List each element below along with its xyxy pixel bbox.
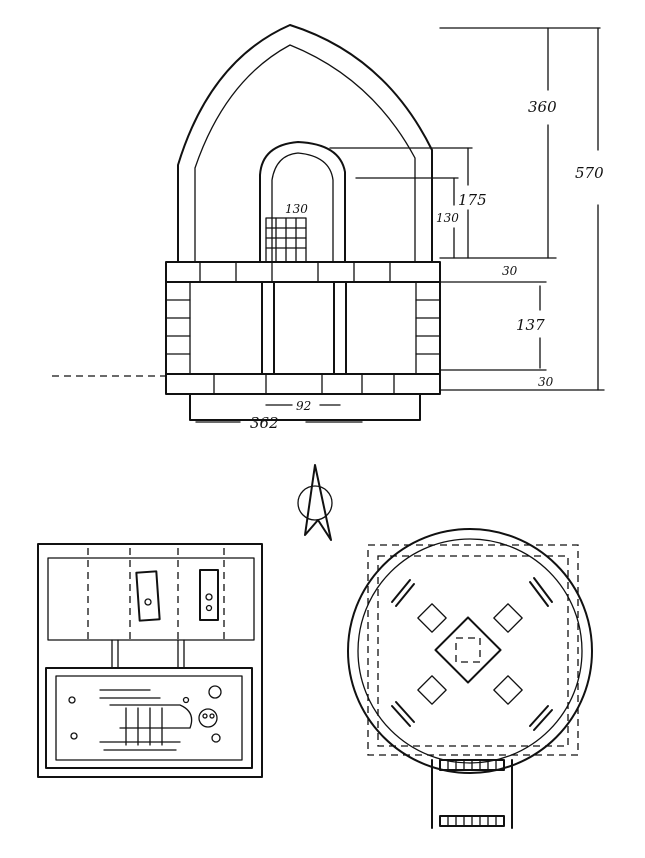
right-wall-bricks — [415, 281, 441, 375]
dim-base-width: 362 — [250, 414, 279, 432]
coffin-right — [199, 569, 219, 621]
bottom-slab-joints — [213, 373, 395, 395]
dome-pillar-bases — [417, 603, 523, 705]
coffin-left — [135, 570, 161, 622]
section-elevation — [52, 24, 441, 421]
lower-chamber-inner — [55, 675, 243, 761]
top-slab — [165, 261, 441, 283]
inner-columns — [261, 281, 347, 375]
left-wall-bricks — [165, 281, 191, 375]
dim-inner-arch-height: 175 — [458, 191, 487, 209]
dim-arch-height: 360 — [528, 98, 557, 116]
inner-dome-outline — [194, 44, 416, 263]
dome-outer-circle — [347, 528, 593, 774]
plan-outer-boundary — [37, 543, 263, 778]
upper-chamber-outline — [47, 557, 255, 641]
dim-chamber-height: 137 — [516, 316, 545, 334]
dome-entrance-steps — [447, 759, 497, 827]
dim-bottom-slab: 30 — [538, 375, 554, 389]
dim-total-height: 570 — [575, 164, 604, 182]
outer-dome-outline — [177, 24, 433, 263]
skeleton-remains — [68, 685, 222, 751]
plan-dome — [347, 528, 593, 829]
dim-inner-arch-width: 130 — [285, 202, 308, 216]
upper-chamber-gridlines — [87, 548, 225, 640]
north-arrow-icon — [297, 464, 333, 541]
dome-inner-circle — [357, 538, 583, 764]
top-slab-joints — [199, 261, 391, 283]
central-pedestal-core — [455, 637, 481, 663]
lower-chamber — [165, 281, 441, 375]
plan-burial-chamber — [37, 543, 263, 778]
dimension-labels: 570 360 175 130 130 30 137 30 92 362 — [250, 98, 604, 432]
dim-top-slab: 30 — [502, 264, 518, 278]
inner-arch-inner — [271, 152, 334, 263]
dim-inner-opening: 130 — [436, 211, 459, 225]
bottom-slab — [165, 373, 441, 395]
lower-chamber-outline — [45, 667, 253, 769]
dome-dashed-square-inner — [377, 555, 569, 747]
dimension-lines — [195, 27, 605, 423]
dome-wall-niches — [391, 577, 553, 731]
inner-arch-outer — [259, 141, 346, 263]
foundation — [189, 393, 421, 421]
central-pedestal — [434, 616, 502, 684]
dim-passage-width: 92 — [296, 399, 311, 413]
dome-dashed-square-outer — [367, 544, 579, 756]
